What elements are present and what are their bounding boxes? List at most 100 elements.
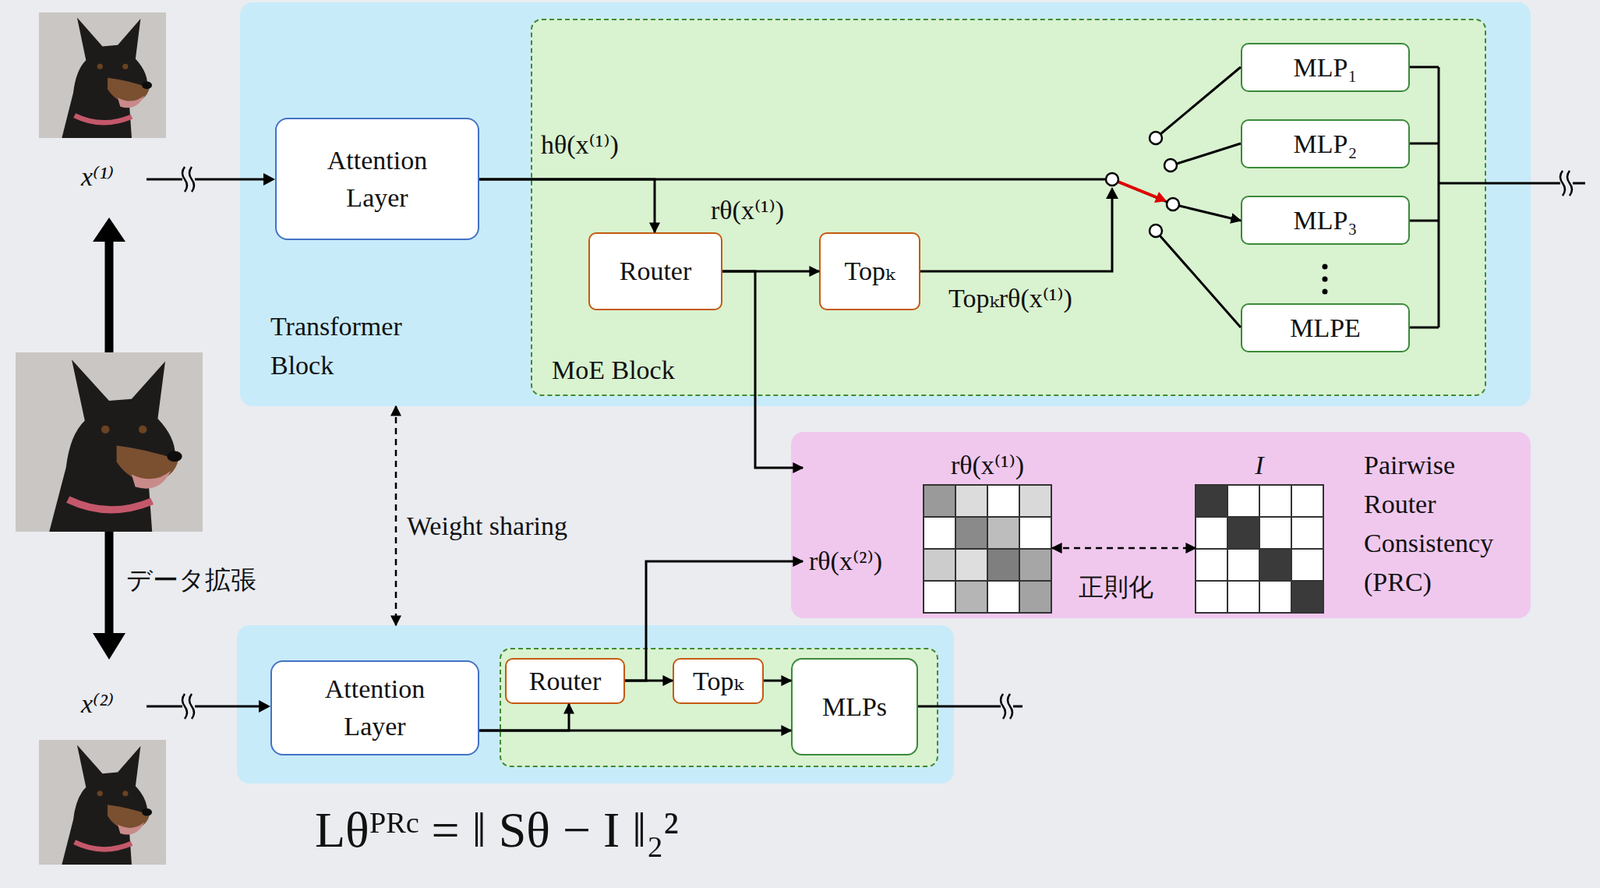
moe-block: Router TopₖMLPs	[499, 647, 939, 767]
connector	[1052, 547, 1196, 550]
input-wire	[146, 178, 265, 181]
matrix-cell	[923, 516, 956, 549]
matrix-cell	[1195, 484, 1228, 517]
text-slot: Transformer Block	[270, 307, 427, 385]
switch-arrow-head	[1154, 191, 1167, 203]
moe-block: Router Topₖ MLP₁ MLP₂ MLP₃ MLPE MoE Block	[530, 18, 1487, 396]
wire-group	[146, 67, 1586, 719]
matrix-cell	[1019, 580, 1052, 613]
router-box: Router	[588, 232, 723, 311]
matrix-cell	[1227, 484, 1260, 517]
text-slot: rθ(x⁽²⁾)	[808, 541, 883, 581]
connector	[479, 703, 569, 731]
connector	[479, 729, 792, 732]
node-text: MoE Block	[551, 350, 675, 390]
node-text: Attention Layer	[307, 141, 448, 217]
node-text: MLPs	[822, 691, 887, 723]
matrix-cell	[1259, 580, 1292, 613]
augment-head	[92, 632, 126, 660]
matrix-cell	[987, 580, 1020, 613]
node-text: Topₖ	[692, 665, 744, 697]
node-text: rθ(x⁽²⁾)	[808, 541, 883, 581]
matrix-cell	[1291, 548, 1324, 581]
matrix-cell	[955, 484, 988, 517]
node-text: Transformer Block	[270, 307, 427, 385]
matrix-cell	[955, 516, 988, 549]
matrix-cell	[1227, 580, 1260, 613]
mlp-box: MLP₂	[1240, 119, 1410, 169]
matrix-cell	[955, 580, 988, 613]
transformer-block: Attention Layer Router TopₖMLPs	[236, 625, 954, 784]
text-slot: Topₖrθ(x⁽¹⁾)	[948, 282, 1073, 315]
node-text: MLPE	[1289, 312, 1361, 344]
matrix-cell	[1259, 484, 1292, 517]
matrix-cell	[987, 484, 1020, 517]
text-slot: x⁽¹⁾	[81, 160, 114, 193]
text-slot: Pairwise Router Consistency (PRC)	[1363, 445, 1528, 602]
transformer-block: Attention LayerRouter Topₖ MLP₁ MLP₂ MLP₃ MLP…	[240, 2, 1531, 407]
connector	[625, 561, 803, 681]
text-slot: MoE Block	[551, 350, 675, 390]
matrix-cell	[1291, 484, 1324, 517]
node-text: Router	[529, 665, 602, 697]
matrix-cell	[987, 516, 1020, 549]
break-mark	[182, 166, 195, 192]
connector	[722, 271, 803, 468]
mlp-box: MLP₁	[1240, 42, 1410, 92]
node-text: MLP₁	[1293, 52, 1358, 84]
text-slot: rθ(x⁽¹⁾)	[923, 445, 1052, 485]
gate-wire	[920, 197, 1113, 272]
text-slot: データ拡張	[126, 564, 257, 596]
augment-shaft	[105, 238, 114, 636]
input-wire	[146, 705, 261, 708]
dog-photo	[38, 739, 167, 865]
router-box: Topₖ	[672, 657, 764, 704]
edge-label: hθ(x⁽¹⁾)	[540, 129, 619, 161]
switch-contact	[1105, 173, 1119, 186]
connector	[763, 679, 792, 682]
matrix-cell	[1019, 548, 1052, 581]
matrix-cell	[1195, 580, 1228, 613]
attention-box: Attention Layer	[270, 660, 480, 756]
prc-panel: rθ(x⁽¹⁾) rθ(x⁽²⁾) I Pairwise Router Consist…	[791, 431, 1531, 619]
matrix-cell	[1227, 548, 1260, 581]
text-slot: Weight sharing	[406, 510, 568, 542]
input-symbol: x⁽²⁾	[81, 687, 114, 720]
text-slot: Lθᴾᴿᶜ = ‖ Sθ − I ‖₂²	[314, 799, 679, 860]
matrix-cell	[1291, 580, 1324, 613]
matrix-cell	[1195, 548, 1228, 581]
matrix-cell	[1019, 516, 1052, 549]
node-text: Topₖ	[844, 255, 896, 287]
dog-photo	[15, 352, 203, 532]
break-mark	[182, 693, 195, 719]
mlp-box: MLPE	[1240, 303, 1410, 353]
augment-head	[92, 217, 126, 242]
break-mark	[1560, 170, 1572, 196]
matrix-cell	[1195, 516, 1228, 549]
augment-label: データ拡張	[126, 564, 257, 596]
edge-label: 正則化	[1078, 571, 1154, 603]
router-box: Router	[505, 657, 626, 704]
connector	[395, 406, 398, 626]
input-symbol: x⁽¹⁾	[81, 160, 114, 193]
ellipsis-dots	[1322, 264, 1329, 295]
text-slot: hθ(x⁽¹⁾)	[540, 129, 619, 161]
arrow-head	[258, 699, 271, 713]
arrow-head	[263, 173, 276, 186]
connector	[479, 179, 1241, 221]
matrix-cell	[1227, 516, 1260, 549]
mlp-box: MLP₃	[1240, 195, 1410, 245]
switch-contacts	[1105, 131, 1180, 237]
matrix-cell	[1019, 484, 1052, 517]
switch-contact	[1149, 224, 1163, 237]
augment-arrows	[92, 217, 126, 660]
switch-wire	[1159, 67, 1241, 328]
dot	[1322, 276, 1329, 283]
text-slot: I	[1195, 445, 1324, 485]
